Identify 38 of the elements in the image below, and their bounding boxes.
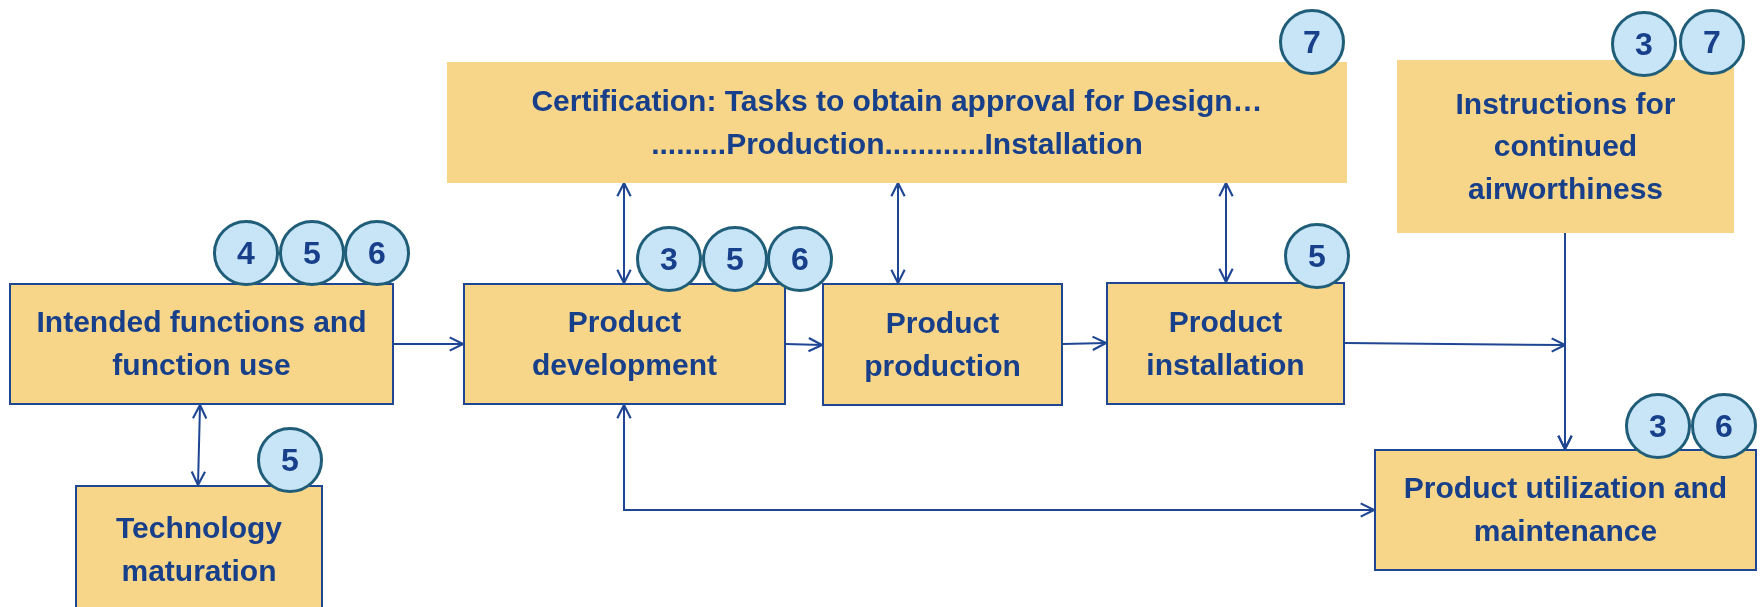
callout-number: 6: [1715, 410, 1733, 442]
process-box: [1106, 282, 1345, 405]
arrow: [1557, 232, 1573, 451]
process-box: [463, 283, 786, 405]
arrow: [1218, 181, 1234, 284]
callout-number: 5: [1308, 240, 1326, 272]
arrow: [1062, 335, 1108, 352]
callout-number: 6: [368, 237, 386, 269]
arrow: [785, 336, 824, 353]
node-label: Product development: [530, 304, 718, 383]
arrow: [616, 403, 1376, 518]
process-box: [822, 283, 1063, 406]
node-label: Product utilization and maintenance: [1402, 470, 1729, 549]
callout-number: 3: [1649, 410, 1667, 442]
node-label: Instructions for continued airworthiness: [1454, 85, 1677, 207]
callout-number: 5: [281, 444, 299, 476]
arrow: [393, 336, 465, 352]
callout-number: 4: [237, 237, 255, 269]
process-box: [1397, 60, 1734, 233]
callout-number: 3: [1635, 28, 1653, 60]
arrow: [616, 181, 632, 285]
arrow: [890, 181, 906, 285]
callout-number: 5: [303, 237, 321, 269]
callout-number: 7: [1703, 26, 1721, 58]
callout-number: 5: [726, 243, 744, 275]
node-label: Product production: [863, 304, 1022, 384]
callout-number: 6: [791, 243, 809, 275]
node-label: Certification: Tasks to obtain approval for Design… .........Production............Installation: [530, 82, 1264, 162]
callout-number: 3: [660, 243, 678, 275]
process-box: [447, 62, 1347, 183]
process-box: [1374, 449, 1757, 571]
process-box: [9, 283, 394, 405]
node-label: Technology maturation: [114, 510, 284, 589]
arrow: [190, 403, 208, 487]
node-label: Intended functions and function use: [35, 304, 368, 383]
callout-number: 7: [1303, 26, 1321, 58]
node-label: Product installation: [1145, 303, 1306, 383]
process-box: [75, 485, 323, 607]
